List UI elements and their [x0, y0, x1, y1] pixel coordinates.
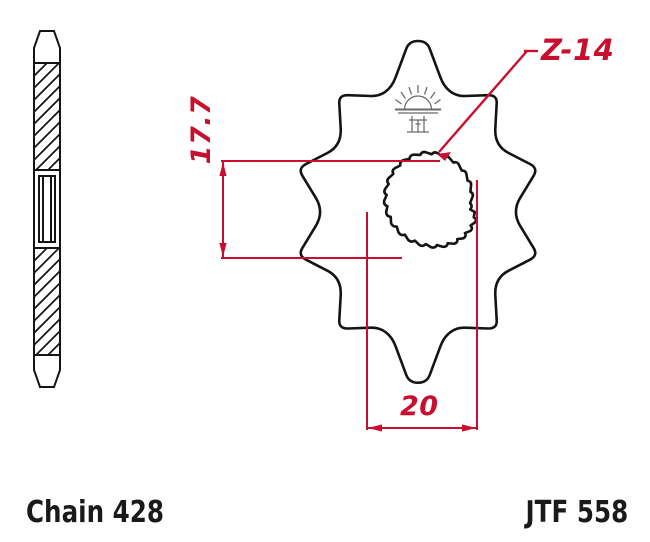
front-view [299, 39, 537, 384]
dim-20-arrow-right [462, 424, 476, 432]
footer-part-number: JTF 558 [525, 495, 628, 530]
dimension-label-20: 20 [400, 391, 439, 422]
side-view-bottom-hatching [34, 248, 60, 355]
side-view-bottom-cap [33, 354, 61, 388]
side-view-top-hatching [34, 63, 60, 170]
logo-sun-dome [403, 95, 433, 110]
dim-20-arrow-left [368, 424, 382, 432]
callout-z14-leader [437, 49, 538, 161]
dimension-label-17-7: 17.7 [186, 95, 217, 165]
side-view-hub-web [33, 169, 61, 249]
dimension-20 [366, 180, 478, 432]
logo-sun-rays [395, 85, 441, 105]
side-section-view [33, 30, 61, 388]
dim-177-arrow-top [219, 162, 227, 176]
footer-chain-spec: Chain 428 [26, 495, 165, 530]
jt-sunrise-logo [395, 85, 441, 133]
logo-gate-symbol [407, 116, 429, 133]
z14-leader-arrowhead [437, 152, 451, 161]
callout-label-teeth-count: Z-14 [541, 33, 615, 67]
side-view-top-cap [33, 30, 61, 64]
dimension-17-7 [219, 160, 440, 259]
z14-leader-diagonal [438, 50, 528, 153]
side-view-hub-inner-outline [38, 175, 56, 243]
center-bore-spline [382, 150, 478, 249]
sprocket-outer-profile [299, 39, 537, 384]
dim-177-arrow-bottom [219, 243, 227, 257]
